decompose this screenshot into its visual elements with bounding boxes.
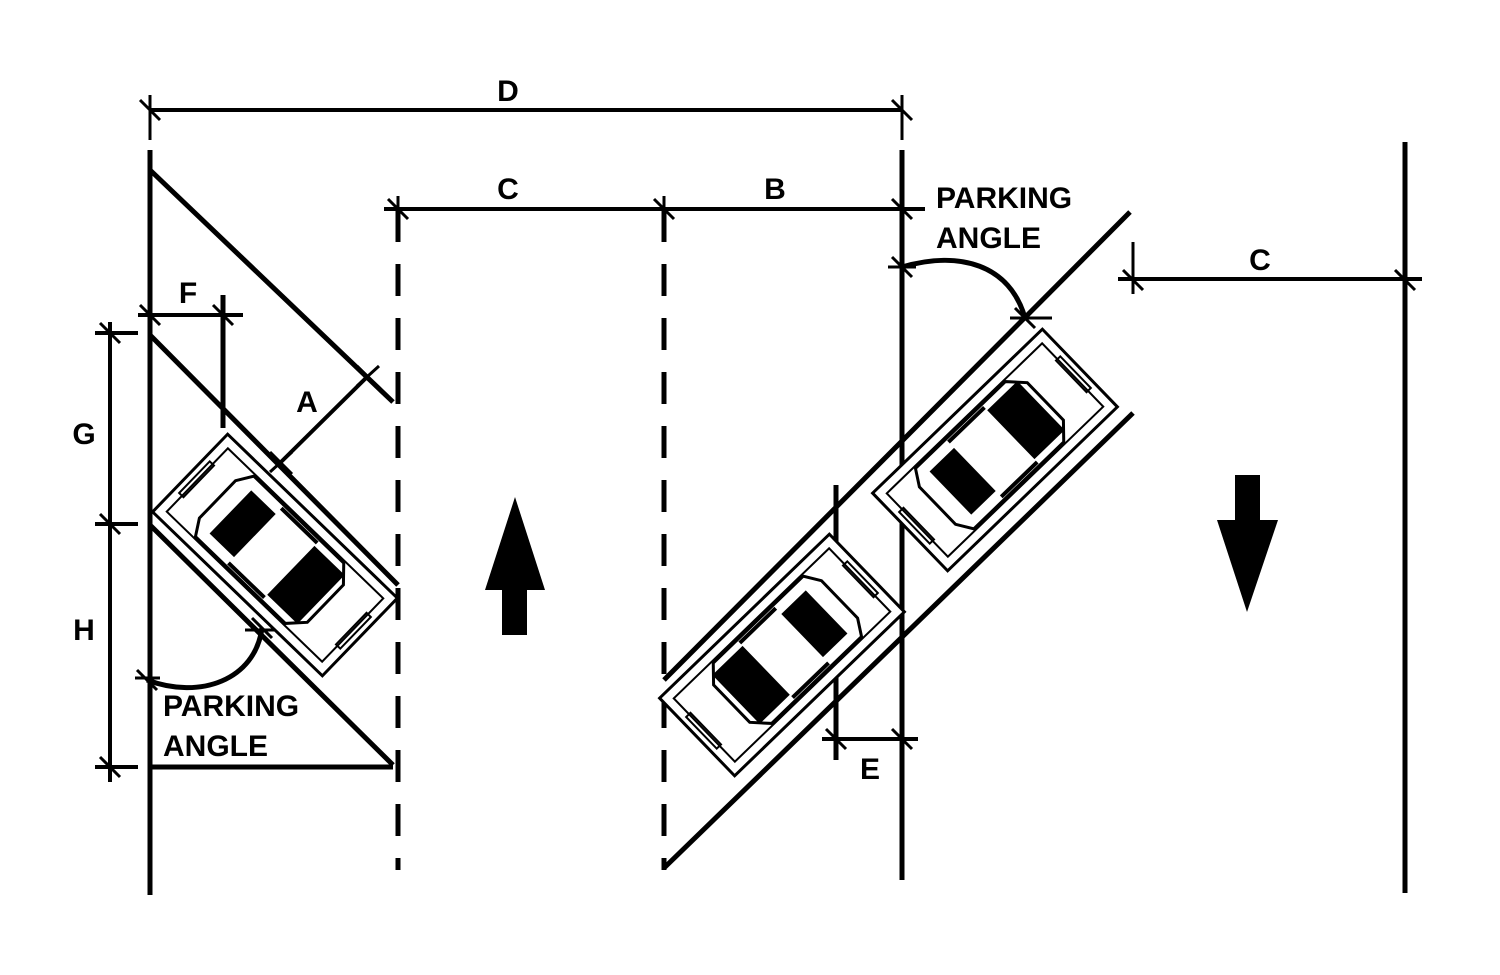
left-stall-line-middle [148,333,400,587]
left-stall-line-top [148,168,395,404]
car-right-stall-upper [870,327,1120,573]
label-a: A [296,386,318,419]
right-stall-line-lower [662,411,1135,870]
label-b: B [764,173,786,206]
label-f: F [179,277,197,310]
dimension-b: B [652,173,925,222]
arrow-down-icon [1217,475,1278,612]
parking-angle-arc-top [888,255,1052,330]
label-c-top: C [497,173,519,206]
dimension-a: A [268,364,381,476]
parking-angle-arc-bottom [135,616,277,692]
label-c-right: C [1249,244,1271,277]
label-g: G [72,418,95,451]
dimension-f: F [138,277,243,428]
label-d: D [497,75,519,108]
label-e: E [860,753,880,786]
dimension-g-h: G H [72,321,138,782]
dimension-e: E [822,485,918,786]
left-stall-line-bottom [148,523,395,767]
parking-angle-label-top: PARKING ANGLE [936,182,1080,255]
car-left-stall [150,432,400,678]
dimension-c-top: C [384,173,664,222]
dimension-d: D [138,75,914,140]
arrow-up-icon [485,497,545,635]
parking-angle-label-bottom: PARKING ANGLE [163,690,307,763]
label-h: H [73,614,95,647]
right-stall-line-upper [662,210,1132,682]
dimension-c-right: C [1118,242,1422,294]
